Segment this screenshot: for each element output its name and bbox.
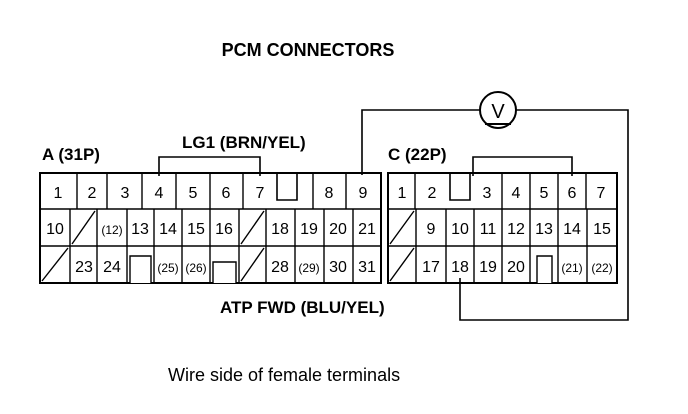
connector-a-label: A (31P) — [42, 145, 100, 164]
pin-c-3: 3 — [483, 185, 492, 202]
voltmeter-symbol: V — [491, 101, 505, 123]
pin-a-15: 15 — [187, 221, 205, 238]
pin-c-9: 9 — [427, 221, 436, 238]
pin-a-26: (26) — [185, 261, 206, 275]
pin-c-20: 20 — [507, 259, 525, 276]
pin-c-17: 17 — [422, 259, 440, 276]
lg1-bracket — [158, 156, 261, 176]
meter-leads — [361, 109, 629, 321]
wire-label-top: LG1 (BRN/YEL) — [182, 133, 306, 152]
voltmeter-icon: V — [479, 91, 517, 129]
pin-a-13: 13 — [131, 221, 149, 238]
wire-label-bottom: ATP FWD (BLU/YEL) — [220, 298, 385, 317]
pin-c-10: 10 — [451, 221, 469, 238]
pin-a-30: 30 — [329, 259, 347, 276]
pin-c-22: (22) — [591, 261, 612, 275]
pin-a-3: 3 — [121, 185, 130, 202]
pin-c-14: 14 — [563, 221, 581, 238]
pin-a-29: (29) — [298, 261, 319, 275]
pin-c-7: 7 — [597, 185, 606, 202]
pin-c-6: 6 — [568, 185, 577, 202]
pin-a-18: 18 — [271, 221, 289, 238]
pin-a-14: 14 — [159, 221, 177, 238]
pin-c-1: 1 — [398, 185, 407, 202]
pin-a-19: 19 — [300, 221, 318, 238]
pin-a-9: 9 — [359, 185, 368, 202]
pin-a-7: 7 — [256, 185, 265, 202]
pin-c-5: 5 — [540, 185, 549, 202]
pin-a-31: 31 — [358, 259, 376, 276]
pin-a-6: 6 — [222, 185, 231, 202]
pin-a-28: 28 — [271, 259, 289, 276]
pin-a-2: 2 — [88, 185, 97, 202]
pin-c-18: 18 — [451, 259, 469, 276]
pin-c-15: 15 — [593, 221, 611, 238]
pin-a-20: 20 — [329, 221, 347, 238]
connector-a: 1 2 3 4 5 6 7 8 9 10 (12) 13 14 15 16 18… — [39, 172, 382, 284]
connector-c-label: C (22P) — [388, 145, 447, 164]
pin-a-21: 21 — [358, 221, 376, 238]
pin-a-10: 10 — [46, 221, 64, 238]
connector-c-bracket — [472, 156, 573, 176]
pin-a-4: 4 — [155, 185, 164, 202]
caption: Wire side of female terminals — [168, 365, 400, 385]
pin-a-12: (12) — [101, 223, 122, 237]
pin-a-23: 23 — [75, 259, 93, 276]
pin-a-16: 16 — [215, 221, 233, 238]
pin-a-24: 24 — [103, 259, 121, 276]
pin-c-2: 2 — [428, 185, 437, 202]
pin-c-13: 13 — [535, 221, 553, 238]
pin-c-21: (21) — [561, 261, 582, 275]
pin-a-8: 8 — [325, 185, 334, 202]
pin-a-1: 1 — [54, 185, 63, 202]
pin-c-4: 4 — [512, 185, 521, 202]
pin-a-25: (25) — [157, 261, 178, 275]
pin-c-12: 12 — [507, 221, 525, 238]
pin-a-5: 5 — [189, 185, 198, 202]
pin-c-19: 19 — [479, 259, 497, 276]
connector-c: 1 2 3 4 5 6 7 9 10 11 12 13 14 15 17 18 … — [387, 172, 618, 284]
pin-c-11: 11 — [480, 221, 497, 238]
diagram-title: PCM CONNECTORS — [222, 40, 395, 60]
